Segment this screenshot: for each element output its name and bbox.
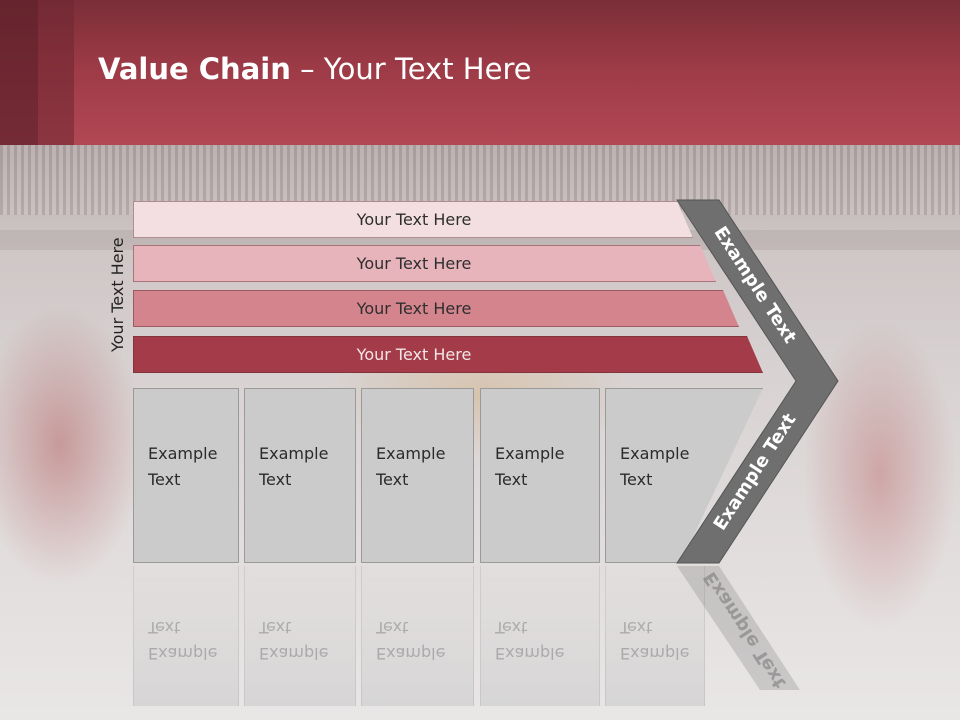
primary-activity-box-3[interactable]: Example Text	[361, 388, 474, 563]
support-bar-1[interactable]: Your Text Here	[133, 201, 693, 238]
bar-label: Your Text Here	[356, 254, 472, 273]
title-bold: Value Chain	[98, 52, 291, 86]
box-label: Example Text	[376, 444, 446, 489]
header-stripe	[38, 0, 74, 145]
slide-title: Value Chain – Your Text Here	[98, 52, 532, 86]
primary-activity-box-2[interactable]: Example Text	[244, 388, 356, 563]
reflection-label: Example Text	[376, 618, 446, 663]
title-band: Value Chain – Your Text Here	[0, 0, 960, 145]
side-label: Your Text Here	[108, 237, 127, 352]
title-rest: – Your Text Here	[290, 52, 532, 86]
header-stripe	[0, 0, 38, 145]
primary-activity-box-1[interactable]: Example Text	[133, 388, 239, 563]
bar-label: Your Text Here	[356, 299, 472, 318]
reflection-label: Example Text	[620, 618, 690, 663]
bar-label: Your Text Here	[356, 345, 472, 364]
reflection: Example Text	[605, 566, 705, 706]
reflection-label: Example Text	[259, 618, 329, 663]
primary-activity-box-4[interactable]: Example Text	[480, 388, 600, 563]
support-bar-4[interactable]: Your Text Here	[133, 336, 763, 373]
bar-label: Your Text Here	[356, 210, 472, 229]
support-bar-3[interactable]: Your Text Here	[133, 290, 739, 327]
box-label: Example Text	[259, 444, 329, 489]
support-bar-2[interactable]: Your Text Here	[133, 245, 716, 282]
reflection: Example Text	[244, 566, 356, 706]
reflection-label: Example Text	[495, 618, 565, 663]
margin-text-reflection: Example Text	[699, 567, 791, 693]
box-label: Example Text	[495, 444, 565, 489]
reflection: Example Text	[480, 566, 600, 706]
margin-text-upper: Example Text	[709, 222, 801, 348]
reflection: Example Text	[133, 566, 239, 706]
reflection: Example Text	[361, 566, 474, 706]
box-label: Example Text	[620, 444, 690, 489]
box-label: Example Text	[148, 444, 218, 489]
reflection-label: Example Text	[148, 618, 218, 663]
